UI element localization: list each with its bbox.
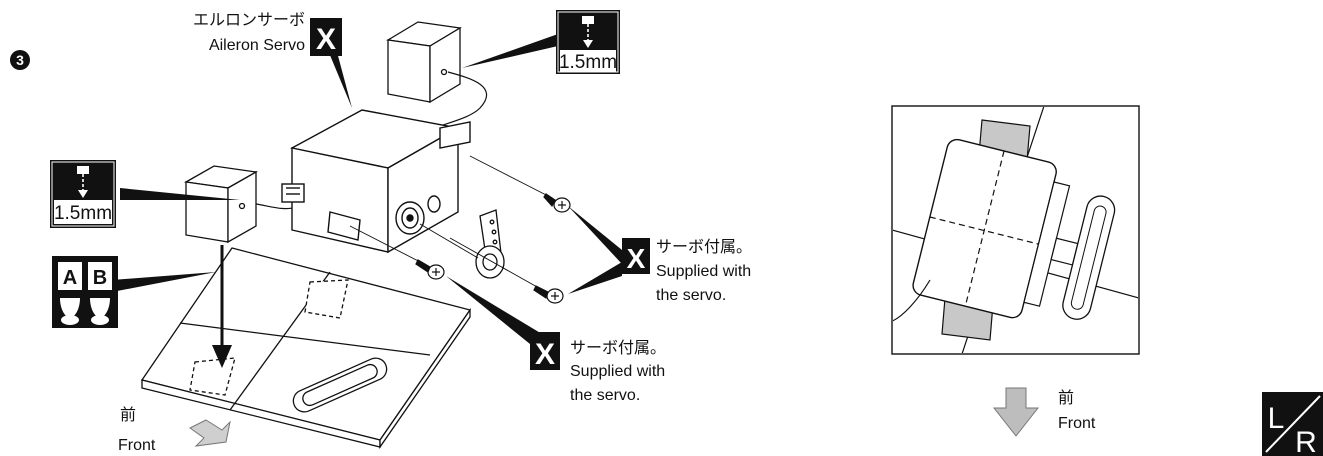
drill-badge-left: 1.5mm	[50, 160, 116, 228]
mounting-block-left	[184, 165, 258, 244]
glue-b: B	[93, 267, 107, 289]
step-number-badge: 3	[10, 50, 30, 70]
assembly-guide-lines	[349, 155, 553, 293]
glue-a: A	[63, 267, 77, 289]
screw-2	[533, 285, 564, 304]
top-view-frame	[891, 105, 1140, 355]
drill-badge-top: 1.5mm	[556, 10, 620, 74]
step-number: 3	[16, 52, 24, 68]
screws-bottom-en2: the servo.	[570, 387, 640, 404]
screws-right-en2: the servo.	[656, 287, 726, 304]
front-label-left-en: Front	[118, 437, 156, 454]
glue-badge: A B	[52, 256, 118, 328]
screws-callout-bottom: X サーボ付属。 Supplied with the servo.	[530, 332, 666, 404]
left-right-badge: L R	[1262, 392, 1323, 456]
screws-right-en1: Supplied with	[656, 263, 751, 280]
front-label-right-jp: 前	[1058, 388, 1074, 407]
insertion-arrow	[212, 245, 232, 368]
servo-wire	[434, 71, 488, 129]
screw-3	[415, 259, 445, 280]
drill-size-top: 1.5mm	[559, 52, 617, 73]
servo-top-view	[912, 138, 1116, 320]
servo-code-text: X	[316, 23, 336, 56]
screws-right-jp: サーボ付属。	[656, 237, 752, 256]
screws-bottom-en1: Supplied with	[570, 363, 665, 380]
side-badge-l: L	[1268, 402, 1285, 435]
front-label-left-jp: 前	[120, 405, 136, 424]
servo-label-jp: エルロンサーボ	[193, 10, 305, 29]
servo-code-badge: X	[310, 18, 342, 56]
aileron-servo	[281, 109, 471, 254]
front-arrow-left	[189, 419, 231, 447]
screw-1	[543, 193, 571, 213]
screws-bottom-code: X	[535, 338, 555, 371]
front-label-right-en: Front	[1058, 415, 1096, 432]
servo-horn	[475, 209, 505, 279]
screws-right-code: X	[627, 243, 646, 274]
wing-panel	[140, 247, 472, 450]
servo-label-en: Aileron Servo	[209, 37, 305, 54]
front-arrow-right	[992, 387, 1040, 437]
side-badge-r: R	[1295, 426, 1317, 456]
callout-leaders	[112, 26, 622, 344]
screws-bottom-jp: サーボ付属。	[570, 338, 666, 357]
screws-callout-right: X サーボ付属。 Supplied with the servo.	[622, 237, 752, 304]
drill-size-left: 1.5mm	[54, 203, 112, 224]
mounting-block-top	[386, 21, 462, 104]
